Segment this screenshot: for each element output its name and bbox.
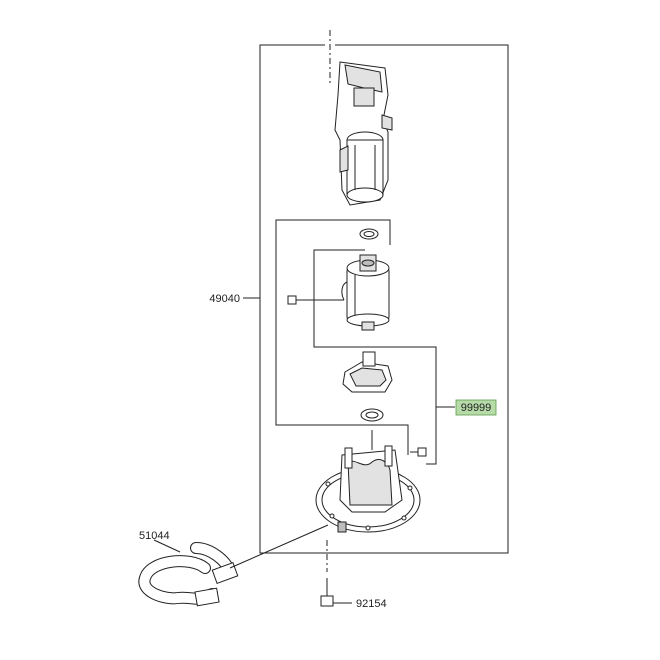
pump-motor — [341, 254, 390, 331]
o-ring-lower — [360, 408, 384, 422]
pump-housing — [334, 61, 393, 206]
label-99999-highlight — [455, 399, 497, 416]
label-51044: 51044 — [139, 530, 170, 542]
kit-bracket — [275, 219, 455, 465]
label-49040: 49040 — [209, 293, 240, 305]
base-plate — [315, 430, 421, 533]
fuel-filter — [342, 351, 393, 393]
assembly-bracket — [243, 30, 509, 554]
bolt-92154 — [320, 540, 352, 607]
small-screw-right — [410, 447, 427, 457]
label-92154: 92154 — [356, 598, 387, 610]
label-99999: 99999 — [461, 402, 492, 414]
small-bolt-left — [287, 295, 344, 305]
fuel-hose — [138, 524, 329, 607]
o-ring-upper — [359, 228, 379, 240]
